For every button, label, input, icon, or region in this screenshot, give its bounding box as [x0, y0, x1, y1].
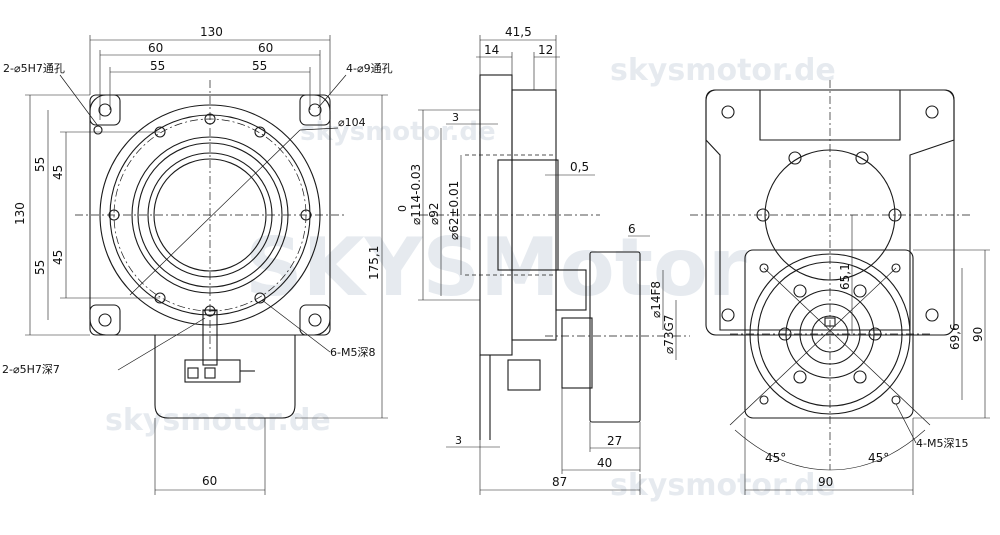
- dim-rear-height-90: 90: [971, 327, 985, 342]
- bore-inner: [153, 158, 267, 272]
- dim-right-flange: 12: [538, 43, 553, 57]
- dim-v55-top: 55: [33, 157, 47, 172]
- dim-rear-height-65: 65,1: [838, 263, 852, 290]
- dim-bottom-step: 3: [455, 434, 462, 447]
- bolt-hole-7: [254, 292, 266, 304]
- side-sensor: [507, 359, 541, 391]
- corner-hole-bl: [98, 313, 112, 327]
- dim-v45-bottom: 45: [51, 250, 65, 265]
- side-pilot: [497, 159, 559, 271]
- dim-angle-left: 45°: [765, 451, 786, 465]
- side-view: 41,5 14 12 3 ⌀114-0.03 0 ⌀92 ⌀62±0.01 0,…: [396, 25, 690, 495]
- watermark-mid: skysmotor.de: [300, 117, 496, 147]
- rear-view: 90 69,6 65,1 90 45° 45° 4-M5深15: [690, 80, 990, 495]
- pin-hole-left: [93, 125, 103, 135]
- dim-rear-height-69: 69,6: [948, 323, 962, 350]
- ear-bottom-left: [89, 304, 121, 336]
- corner-hole-tl: [98, 103, 112, 117]
- dim-shaft-lip: 6: [628, 222, 636, 236]
- dim-shaft-len-40: 40: [597, 456, 612, 470]
- rear-plate-outline: [705, 89, 955, 336]
- dim-v45-top: 45: [51, 165, 65, 180]
- dim-rear-bottom-width: 90: [818, 475, 833, 489]
- watermark-top-right: skysmotor.de: [610, 53, 836, 88]
- sensor-arm: [202, 309, 218, 366]
- dim-gap: 0,5: [570, 160, 589, 174]
- ear-top-left: [89, 94, 121, 126]
- dim-v55-bottom: 55: [33, 260, 47, 275]
- side-shaft-boss: [561, 317, 593, 389]
- ear-top-right: [299, 94, 331, 126]
- dim-angle-right: 45°: [868, 451, 889, 465]
- dim-half-right: 60: [258, 41, 273, 55]
- side-shaft-flange: [589, 251, 641, 423]
- sensor-bracket: [154, 335, 296, 419]
- watermark-bottom-right: skysmotor.de: [610, 468, 836, 503]
- dim-mid-dia: ⌀92: [427, 203, 441, 226]
- sensor-screw-1: [187, 367, 199, 379]
- dim-bottom-width: 60: [202, 474, 217, 488]
- diameter-leader: [129, 129, 301, 296]
- dim-overall-height: 175,1: [367, 246, 381, 280]
- ring-3: [137, 142, 283, 288]
- dim-shaft-len-27: 27: [607, 434, 622, 448]
- dim-overall-length: 87: [552, 475, 567, 489]
- rear-hole-tr: [925, 105, 939, 119]
- dim-shaft-boss: ⌀73G7: [662, 315, 676, 354]
- rear-hole-br: [925, 308, 939, 322]
- note-tapped-holes: 6-M5深8: [330, 346, 375, 359]
- ear-bottom-right: [299, 304, 331, 336]
- dim-shaft-dia: ⌀14F8: [649, 281, 663, 318]
- note-through-holes: 4-⌀9通孔: [346, 62, 393, 75]
- dim-side-thickness: 41,5: [505, 25, 532, 39]
- note-pcd: ⌀104: [338, 116, 366, 129]
- note-pin-holes-top: 2-⌀5H7通孔: [3, 62, 65, 75]
- corner-hole-tr: [308, 103, 322, 117]
- watermark-bottom-left: skysmotor.de: [105, 403, 331, 438]
- dim-inner-left: 55: [150, 59, 165, 73]
- rear-hole-bl: [721, 308, 735, 322]
- side-neck: [555, 269, 587, 311]
- dim-outer-dia: ⌀114-0.03: [409, 164, 423, 225]
- dim-front-height: 130: [13, 202, 27, 225]
- corner-hole-br: [308, 313, 322, 327]
- note-rear-tapped: 4-M5深15: [916, 437, 968, 450]
- rear-hole-tl: [721, 105, 735, 119]
- dim-left-flange: 14: [484, 43, 499, 57]
- dim-tol-zero: 0: [396, 205, 409, 212]
- sensor-body: [184, 359, 241, 383]
- note-pin-holes-bottom: 2-⌀5H7深7: [2, 363, 60, 376]
- dim-inner-right: 55: [252, 59, 267, 73]
- front-plate-outline: [89, 94, 331, 336]
- dim-front-width: 130: [200, 25, 223, 39]
- watermark-main: SKYSMotor: [245, 221, 748, 314]
- bolt-hole-3: [254, 126, 266, 138]
- front-view: 130 60 60 55 55 2-⌀5H7通孔 4-⌀9通孔 ⌀104 2-⌀…: [2, 25, 393, 495]
- dim-pilot-dia: ⌀62±0.01: [447, 181, 461, 240]
- dim-half-left: 60: [148, 41, 163, 55]
- dim-step-3: 3: [452, 111, 459, 124]
- sensor-screw-2: [204, 367, 216, 379]
